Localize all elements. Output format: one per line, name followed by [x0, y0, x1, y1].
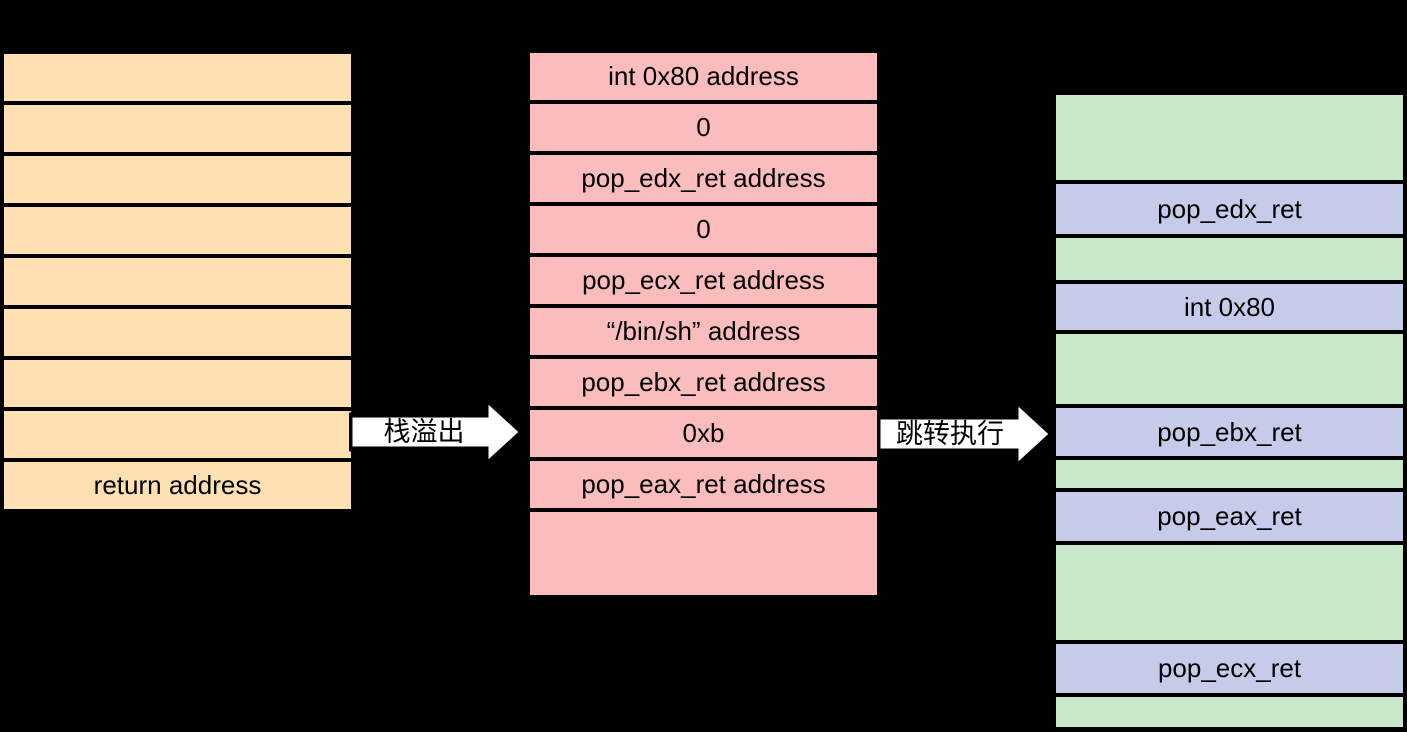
gadget-cell-pop-eax-ret: pop_eax_ret — [1056, 492, 1403, 541]
stack-cell — [4, 105, 351, 152]
stack-cell — [4, 411, 351, 458]
rop-cell: int 0x80 address — [530, 53, 877, 100]
gadget-cell-pop-edx-ret: pop_edx_ret — [1056, 184, 1403, 234]
rop-cell: 0 — [530, 206, 877, 253]
rop-cell: “/bin/sh” address — [530, 308, 877, 355]
rop-cell: 0 — [530, 104, 877, 151]
rop-cell: 0xb — [530, 410, 877, 457]
rop-cell: pop_ecx_ret address — [530, 257, 877, 304]
stack-cell — [4, 360, 351, 407]
rop-cell: pop_ebx_ret address — [530, 359, 877, 406]
overflow-arrow: 栈溢出 — [349, 397, 525, 467]
gadget-cell-pop-ecx-ret: pop_ecx_ret — [1056, 644, 1403, 693]
rop-cell: pop_edx_ret address — [530, 155, 877, 202]
memory-cell — [1056, 95, 1403, 180]
memory-cell — [1056, 460, 1403, 488]
memory-column: pop_edx_ret int 0x80 pop_ebx_ret pop_eax… — [1052, 91, 1407, 731]
block-arrow-shape — [877, 399, 1055, 469]
stack-cell — [4, 309, 351, 356]
stack-cell — [4, 54, 351, 101]
rop-cell: pop_eax_ret address — [530, 461, 877, 508]
memory-cell — [1056, 238, 1403, 280]
memory-cell — [1056, 545, 1403, 640]
gadget-cell-int-0x80: int 0x80 — [1056, 284, 1403, 330]
jump-arrow-label: 跳转执行 — [896, 419, 1004, 449]
return-address-cell: return address — [4, 462, 351, 509]
stack-column: return address — [0, 50, 355, 513]
gadget-cell-pop-ebx-ret: pop_ebx_ret — [1056, 408, 1403, 456]
memory-cell — [1056, 697, 1403, 727]
stack-cell — [4, 258, 351, 305]
memory-cell — [1056, 334, 1403, 404]
rop-chain-column: int 0x80 address 0 pop_edx_ret address 0… — [526, 49, 881, 599]
stack-cell — [4, 207, 351, 254]
block-arrow-shape — [349, 397, 525, 467]
rop-cell — [530, 512, 877, 595]
jump-arrow: 跳转执行 — [877, 399, 1055, 469]
overflow-arrow-label: 栈溢出 — [384, 417, 465, 447]
stack-cell — [4, 156, 351, 203]
